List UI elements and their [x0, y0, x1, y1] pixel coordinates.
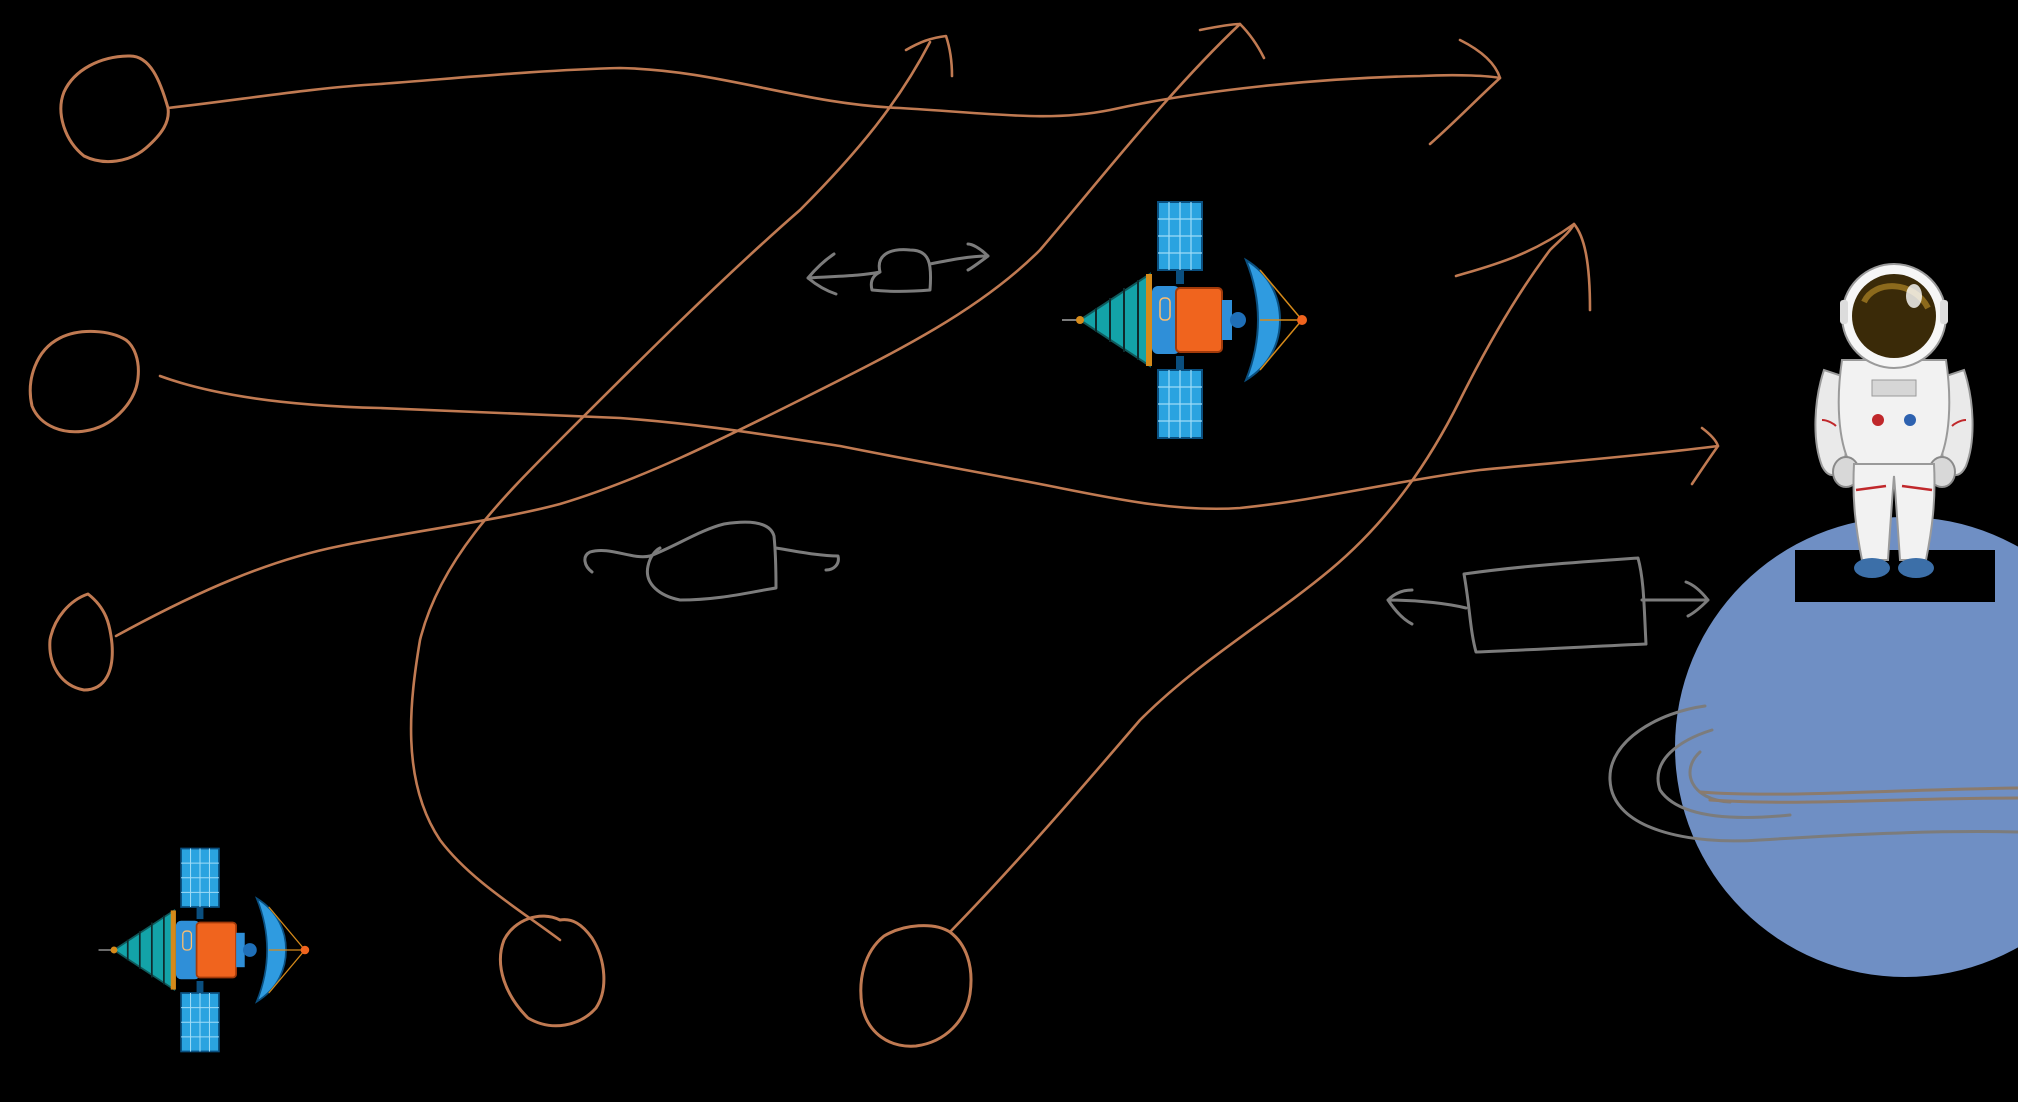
arrow-5: [1454, 222, 1592, 312]
trail-4: [409, 40, 932, 942]
arrow-4: [904, 34, 954, 78]
asteroid-2[interactable]: [28, 329, 140, 434]
astronaut[interactable]: [1814, 263, 1974, 578]
astronaut-platform: [1795, 550, 1995, 602]
asteroids: [28, 54, 973, 1048]
asteroid-1[interactable]: [59, 54, 170, 163]
arrow-2: [1690, 426, 1720, 486]
astronaut-icon: [1814, 263, 1974, 578]
trail-5: [948, 222, 1576, 934]
trail-1: [166, 66, 1502, 118]
arrow-1: [1428, 38, 1502, 146]
gray-scribbles: [583, 242, 1710, 654]
scribble-3[interactable]: [1386, 556, 1710, 654]
asteroid-trails: [114, 22, 1720, 942]
trail-3: [114, 22, 1242, 638]
asteroid-4[interactable]: [499, 914, 606, 1028]
scribble-2[interactable]: [583, 520, 840, 602]
trail-2: [158, 374, 1720, 511]
asteroid-5[interactable]: [859, 924, 973, 1048]
asteroid-3[interactable]: [48, 592, 114, 692]
arrow-3: [1198, 22, 1266, 60]
scribble-1[interactable]: [806, 242, 990, 296]
planet-swirl-scribble: [1608, 704, 2018, 843]
planet[interactable]: [1675, 517, 2018, 977]
